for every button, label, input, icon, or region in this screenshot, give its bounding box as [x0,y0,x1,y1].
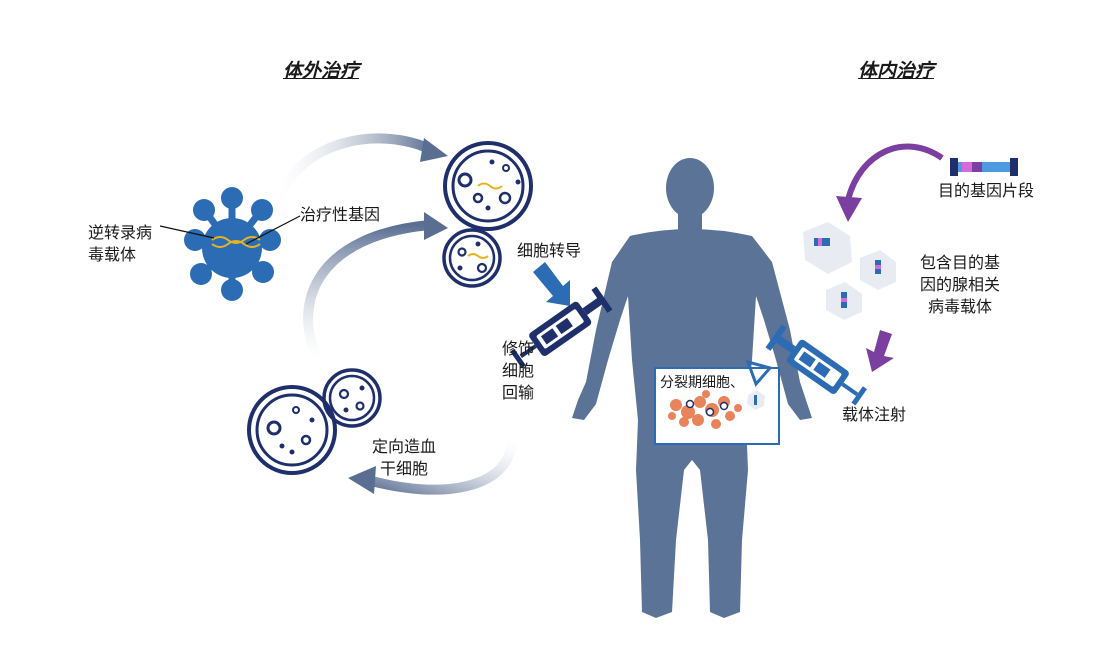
target-gene-fragment-label: 目的基因片段 [938,181,1035,200]
ex-vivo-title: 体外治疗 [283,60,360,82]
gene-fragment-icon [950,158,1018,176]
cycle-arrows [273,133,517,495]
aav-vector-label: 包含目的基 因的腺相关 病毒载体 [919,253,1000,316]
purple-arrow-icon [836,143,944,222]
retrovirus-icon [159,187,301,301]
syringe-icon [510,286,613,369]
petri-dish-icon [247,385,337,475]
petri-dish-icon [322,368,382,428]
reinfusion-label: 修饰 细胞 回输 [501,339,534,402]
vector-injection-label: 载体注射 [842,405,907,424]
aav-vector-icon [803,222,896,320]
down-arrow-icon [533,262,570,306]
dividing-cells-inset [654,359,780,445]
dividing-cells-label: 分裂期细胞、 [660,375,744,391]
petri-dish-icon [442,228,502,288]
dna-icon [211,236,261,248]
retroviral-vector-label: 逆转录病 毒载体 [88,223,153,264]
cell-transduction-label: 细胞转导 [517,241,582,260]
syringe-icon [765,324,867,406]
therapeutic-gene-label: 治疗性基因 [300,205,381,224]
in-vivo-title: 体内治疗 [858,60,935,82]
petri-dish-icon [443,141,533,231]
directed-hsc-label: 定向造血 干细胞 [371,437,436,478]
purple-down-arrow-icon [866,330,894,372]
